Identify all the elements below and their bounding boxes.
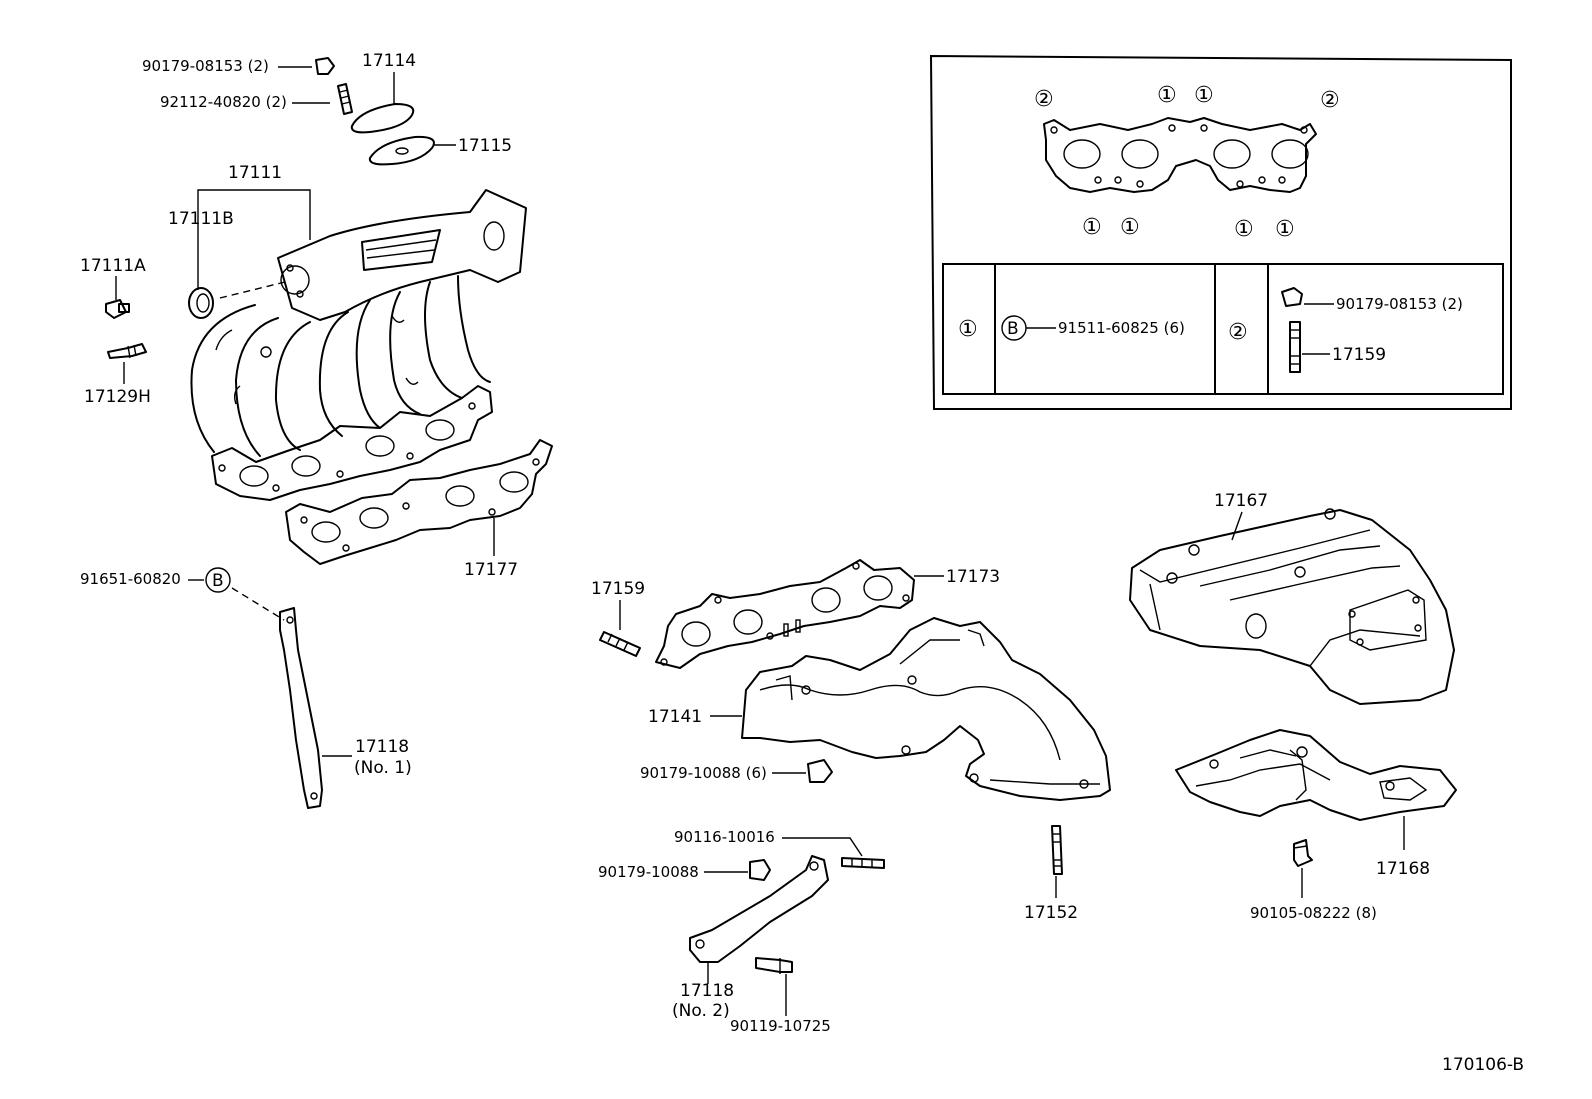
legend-row1-part: 91511-60825 (6) (1058, 319, 1185, 337)
label-17118-no1: 17118 (355, 737, 409, 757)
label-90179-10088-6: 90179-10088 (6) (640, 764, 767, 782)
label-17115: 17115 (458, 136, 512, 156)
gasket-17177: 17177 (285, 439, 553, 580)
manifold-17111 (190, 189, 527, 501)
gasket-17114-group: 17114 (350, 51, 416, 134)
label-17129H: 17129H (84, 387, 151, 407)
stud-17159: 17159 (591, 579, 645, 657)
stud-17152: 17152 (1024, 825, 1078, 923)
label-17141: 17141 (648, 707, 702, 727)
label-90179-08153: 90179-08153 (2) (142, 57, 269, 75)
label-17118-no1-sub: (No. 1) (354, 758, 412, 778)
legend-mark-two: ② (1228, 320, 1248, 345)
legend-mark-one: ① (958, 317, 978, 342)
heat-insulator-17167: 17167 (1129, 491, 1455, 705)
bolt-90119-10725: 90119-10725 (730, 957, 831, 1035)
stay-17118-no2: 17118 (No. 2) (672, 855, 829, 1021)
label-17111B: 17111B (168, 209, 234, 229)
label-17118-no2: 17118 (680, 981, 734, 1001)
mark-one-top-a: ① (1157, 83, 1177, 108)
legend-row2-nut: 90179-08153 (2) (1336, 295, 1463, 313)
nut-90179-08153-group: 90179-08153 (2) (142, 57, 335, 75)
nut-90179-10088: 90179-10088 (598, 859, 771, 881)
label-92112-40820: 92112-40820 (2) (160, 93, 287, 111)
bolt-17129H: 17129H (84, 343, 151, 407)
ring-17111B (188, 281, 286, 319)
label-17118-no2-sub: (No. 2) (672, 1001, 730, 1021)
label-90116-10016: 90116-10016 (674, 828, 775, 846)
label-17177: 17177 (464, 560, 518, 580)
legend-mark-b: B (1007, 319, 1019, 339)
label-17114: 17114 (362, 51, 416, 71)
mark-one-bottom-c: ① (1234, 217, 1254, 242)
diagram-code: 170106-B (1442, 1055, 1524, 1075)
mark-one-top-b: ① (1194, 83, 1214, 108)
mark-one-bottom-d: ① (1275, 217, 1295, 242)
label-17167: 17167 (1214, 491, 1268, 511)
label-17168: 17168 (1376, 859, 1430, 879)
mark-one-bottom-a: ① (1082, 215, 1102, 240)
exhaust-manifold-17141: 17141 (648, 617, 1111, 801)
label-91651-60820: 91651-60820 (80, 570, 181, 588)
label-17111A: 17111A (80, 256, 146, 276)
label-17152: 17152 (1024, 903, 1078, 923)
stay-17118-no1-group: 91651-60820 B 17118 (No. 1) (80, 567, 412, 809)
gasket-orientation-inset: ② ① ① ② ① ① ① ① ① B 91511-60825 (6) ② 90… (929, 54, 1512, 410)
stud-90116-10016: 90116-10016 (674, 828, 885, 869)
label-90105-08222: 90105-08222 (8) (1250, 904, 1377, 922)
nut-90179-10088-6: 90179-10088 (6) (640, 759, 833, 783)
gasket-17115-group: 17115 (368, 135, 512, 166)
label-17159: 17159 (591, 579, 645, 599)
stud-92112-40820-group: 92112-40820 (2) (160, 83, 353, 115)
gasket-17173: 17173 (655, 559, 1000, 669)
label-17173: 17173 (946, 567, 1000, 587)
heat-insulator-17168: 17168 (1175, 729, 1457, 879)
bolt-17111A: 17111A (80, 256, 146, 319)
bolt-90105-08222: 90105-08222 (8) (1250, 839, 1377, 922)
mark-two-left: ② (1034, 87, 1054, 112)
legend-row2-stud: 17159 (1332, 345, 1386, 365)
label-90119-10725: 90119-10725 (730, 1017, 831, 1035)
label-17111: 17111 (228, 163, 282, 183)
mark-one-bottom-b: ① (1120, 215, 1140, 240)
mark-two-right: ② (1320, 88, 1340, 113)
label-90179-10088: 90179-10088 (598, 863, 699, 881)
callout-b-left: B (212, 571, 224, 591)
label-17111-group: 17111 17111B (168, 163, 311, 290)
